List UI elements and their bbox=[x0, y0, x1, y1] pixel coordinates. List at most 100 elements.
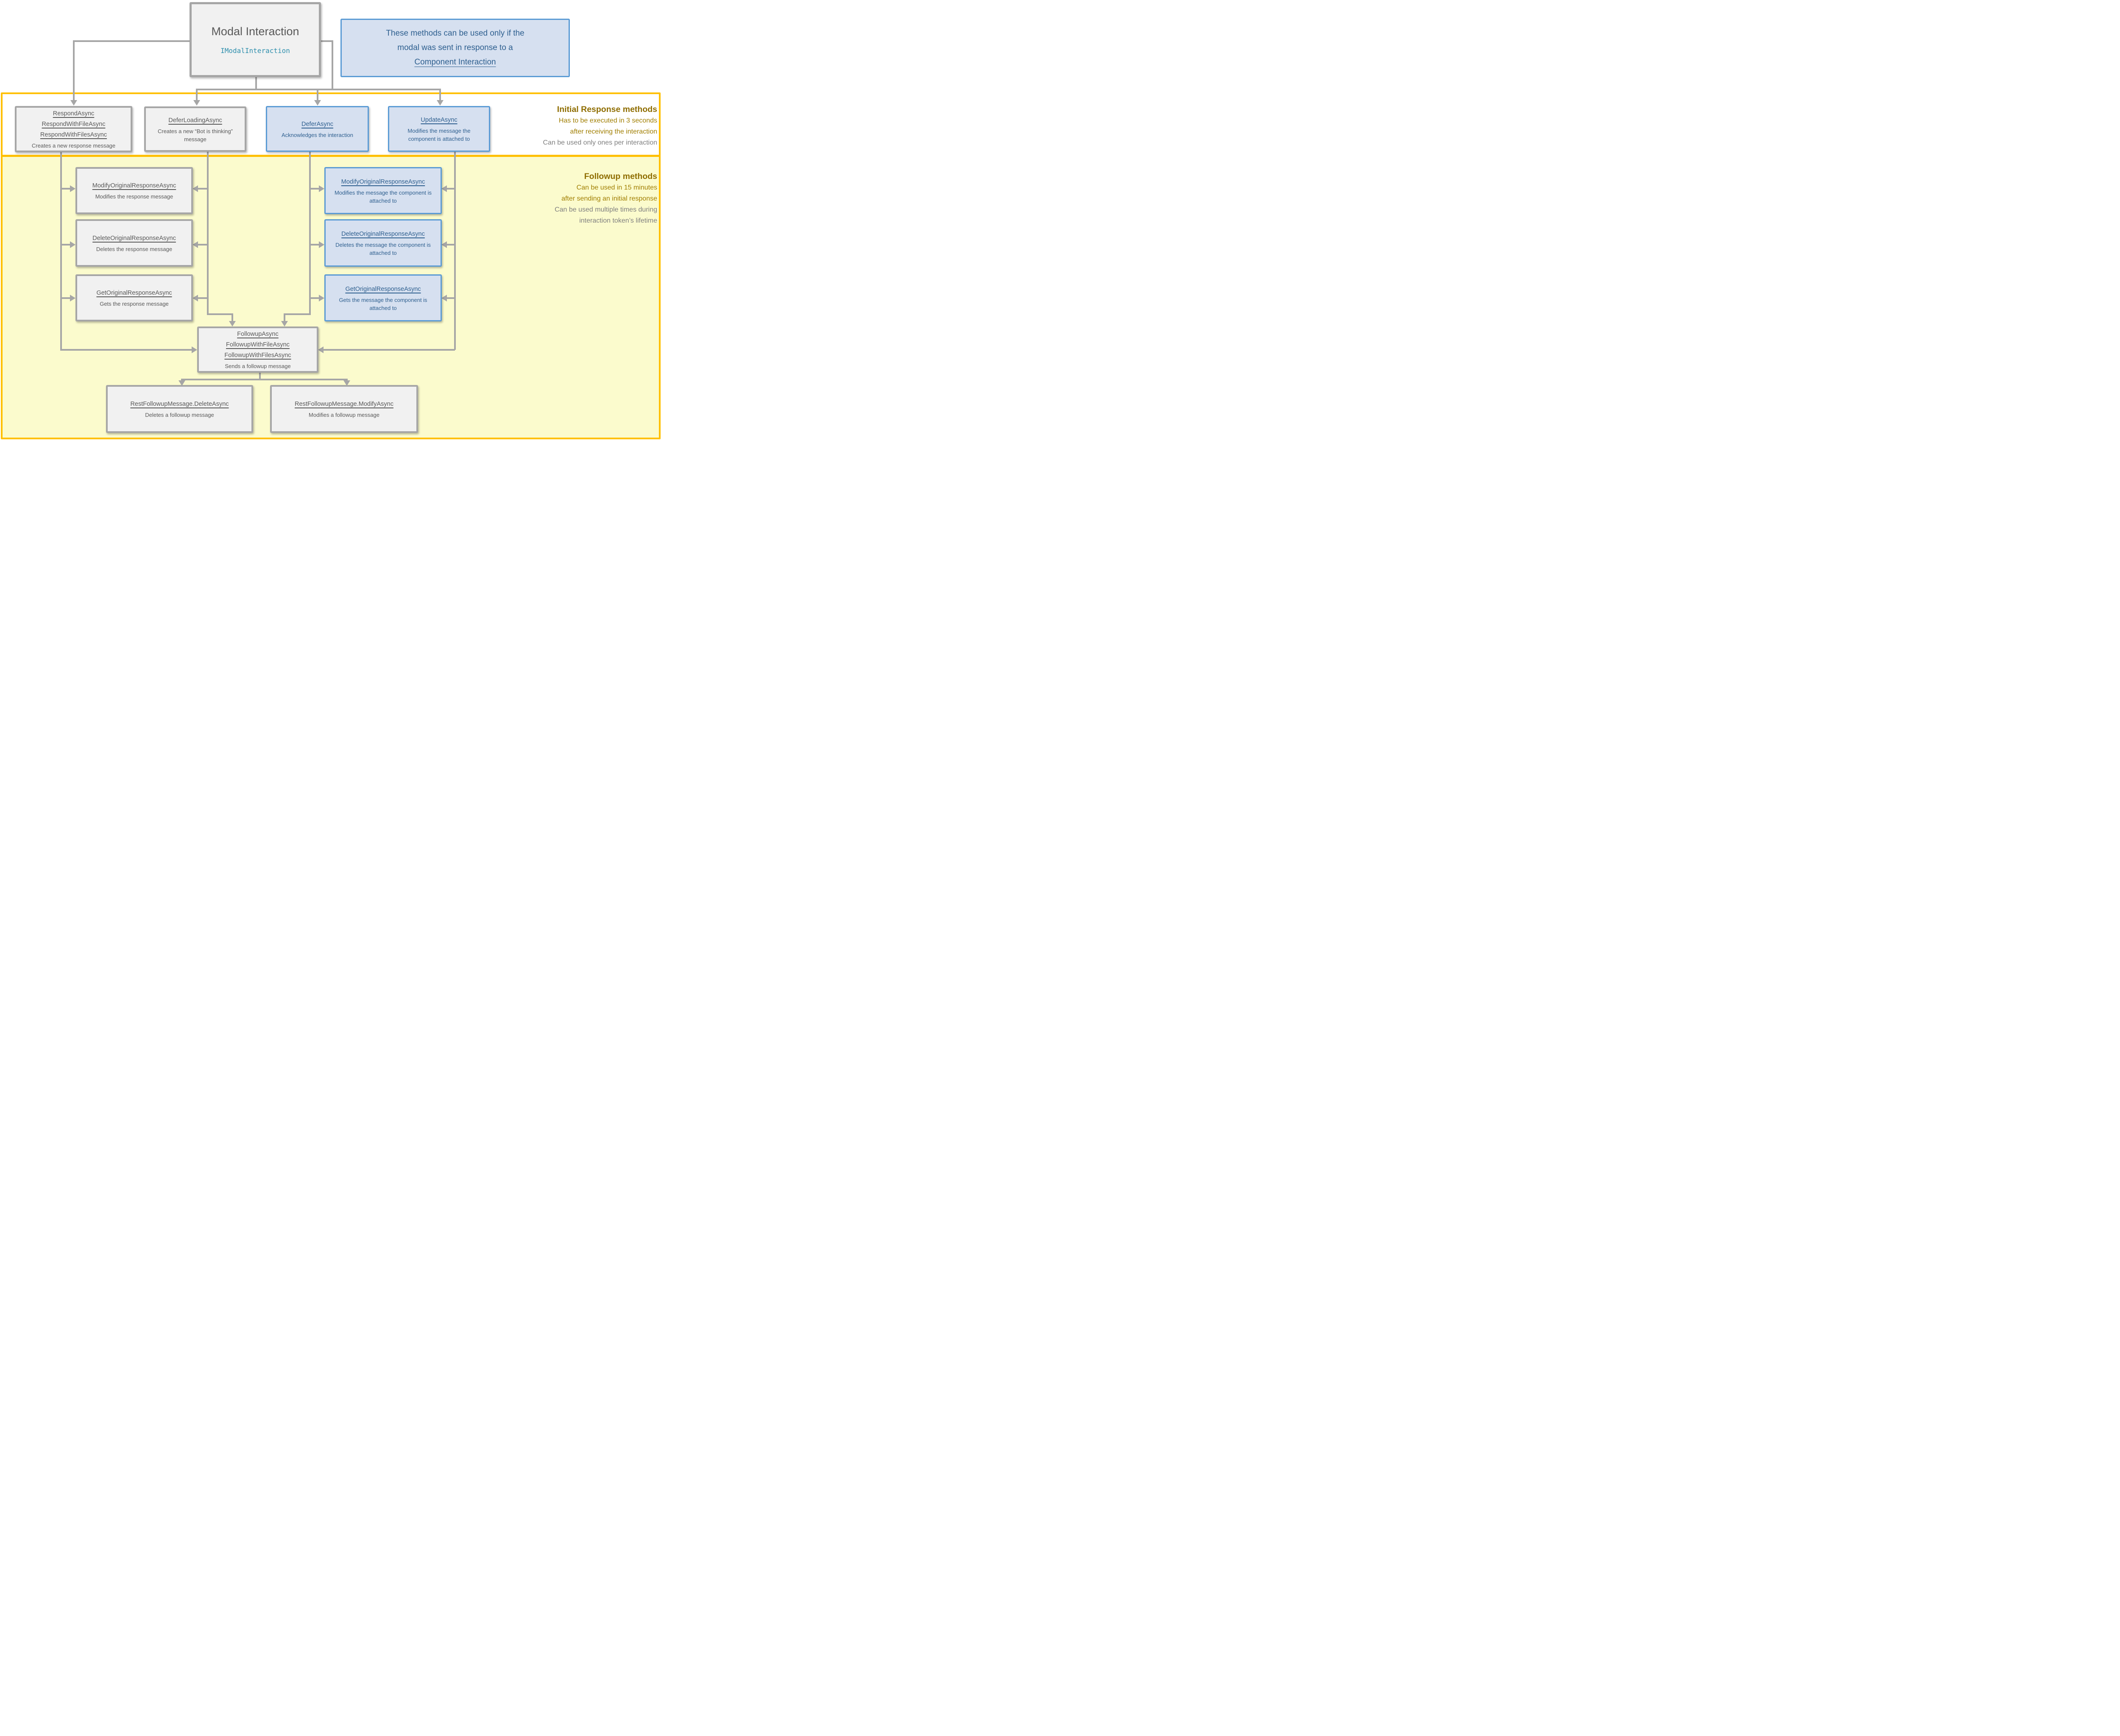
note-line: modal was sent in response to a bbox=[397, 43, 513, 52]
arrowhead-down-icon bbox=[229, 321, 236, 327]
section-rule: after sending an initial response bbox=[561, 195, 657, 202]
section-rule: after receiving the interaction bbox=[570, 128, 657, 135]
box-description: Deletes the response message bbox=[96, 246, 173, 252]
get-original-response-link[interactable]: GetOriginalResponseAsync bbox=[345, 285, 421, 293]
connector-line bbox=[346, 379, 348, 381]
defer-async-link[interactable]: DeferAsync bbox=[301, 120, 333, 128]
box-description: Modifies the response message bbox=[95, 193, 173, 200]
arrowhead-left-icon bbox=[441, 241, 447, 248]
connector-line bbox=[311, 244, 320, 246]
box-description: Gets the response message bbox=[100, 301, 169, 307]
respond-async-link[interactable]: RespondAsync bbox=[53, 110, 95, 117]
arrowhead-left-icon bbox=[192, 241, 198, 248]
box-description: Sends a followup message bbox=[225, 363, 291, 369]
arrowhead-down-icon bbox=[437, 100, 444, 106]
arrowhead-left-icon bbox=[441, 295, 447, 301]
connector-line bbox=[60, 188, 70, 190]
connector-line bbox=[198, 297, 207, 299]
connector-line bbox=[181, 379, 183, 381]
connector-line bbox=[198, 244, 207, 246]
modify-original-response-link[interactable]: ModifyOriginalResponseAsync bbox=[92, 182, 176, 189]
rest-followup-delete-link[interactable]: RestFollowupMessage.DeleteAsync bbox=[130, 401, 229, 407]
arrowhead-right-icon bbox=[70, 295, 75, 301]
connector-line bbox=[317, 89, 318, 100]
connector-line bbox=[60, 349, 192, 351]
modify-original-response-link[interactable]: ModifyOriginalResponseAsync bbox=[341, 178, 425, 185]
box-description: Modifies the message the component is at… bbox=[334, 189, 432, 204]
respond-with-files-async-link[interactable]: RespondWithFilesAsync bbox=[40, 131, 107, 138]
followup-with-file-async-link[interactable]: FollowupWithFileAsync bbox=[226, 341, 290, 348]
arrowhead-right-icon bbox=[319, 241, 324, 248]
connector-line bbox=[73, 40, 75, 100]
arrowhead-right-icon bbox=[192, 346, 197, 353]
defer-async-box: DeferAsync Acknowledges the interaction bbox=[266, 106, 369, 152]
modify-original-response-box: ModifyOriginalResponseAsync Modifies the… bbox=[75, 167, 193, 214]
box-description: Deletes a followup message bbox=[145, 412, 214, 418]
section-heading: Followup methods bbox=[584, 172, 657, 181]
section-rule: Has to be executed in 3 seconds bbox=[558, 117, 657, 124]
defer-loading-async-link[interactable]: DeferLoadingAsync bbox=[168, 117, 222, 124]
connector-line bbox=[311, 188, 320, 190]
connector-line bbox=[445, 188, 454, 190]
arrowhead-down-icon bbox=[193, 100, 200, 106]
section-rule: Can be used multiple times during bbox=[555, 206, 657, 213]
rest-followup-modify-box: RestFollowupMessage.ModifyAsync Modifies… bbox=[270, 385, 418, 433]
connector-line bbox=[196, 89, 198, 100]
connector-line bbox=[309, 151, 311, 315]
initial-response-methods-label: Initial Response methods Has to be execu… bbox=[449, 103, 657, 148]
connector-line bbox=[445, 297, 454, 299]
arrowhead-down-icon bbox=[343, 380, 350, 386]
get-original-response-link[interactable]: GetOriginalResponseAsync bbox=[96, 290, 172, 296]
box-description: Deletes the message the component is att… bbox=[335, 242, 431, 256]
imodalinteraction-link[interactable]: IModalInteraction bbox=[220, 46, 290, 55]
connector-line bbox=[60, 297, 70, 299]
connector-line bbox=[454, 151, 456, 350]
followup-async-link[interactable]: FollowupAsync bbox=[237, 331, 279, 338]
defer-loading-async-box: DeferLoadingAsync Creates a new “Bot is … bbox=[144, 106, 246, 152]
connector-line bbox=[284, 313, 310, 315]
connector-line bbox=[439, 89, 441, 100]
connector-line bbox=[73, 40, 190, 42]
followup-methods-label: Followup methods Can be used in 15 minut… bbox=[466, 170, 657, 226]
connector-line bbox=[196, 89, 441, 90]
update-async-box: UpdateAsync Modifies the message the com… bbox=[388, 106, 490, 152]
box-description: Modifies a followup message bbox=[309, 412, 379, 418]
modal-interaction-box: Modal Interaction IModalInteraction bbox=[190, 2, 321, 77]
arrowhead-left-icon bbox=[192, 295, 198, 301]
connector-line bbox=[181, 379, 348, 380]
followup-with-files-async-link[interactable]: FollowupWithFilesAsync bbox=[224, 352, 291, 359]
connector-line bbox=[60, 244, 70, 246]
respond-async-box: RespondAsync RespondWithFileAsync Respon… bbox=[15, 106, 132, 152]
section-heading: Initial Response methods bbox=[557, 105, 657, 114]
delete-original-response-link[interactable]: DeleteOriginalResponseAsync bbox=[92, 234, 176, 242]
box-description: Creates a new “Bot is thinking” message bbox=[157, 128, 233, 142]
rest-followup-delete-box: RestFollowupMessage.DeleteAsync Deletes … bbox=[106, 385, 253, 433]
diagram-canvas: Modal Interaction IModalInteraction Thes… bbox=[0, 0, 666, 443]
delete-original-response-link[interactable]: DeleteOriginalResponseAsync bbox=[341, 231, 425, 237]
arrowhead-right-icon bbox=[319, 185, 324, 192]
rest-followup-modify-link[interactable]: RestFollowupMessage.ModifyAsync bbox=[295, 401, 393, 407]
connector-line bbox=[198, 188, 207, 190]
connector-line bbox=[255, 77, 257, 89]
connector-line bbox=[259, 372, 261, 380]
box-description: Creates a new response message bbox=[31, 142, 116, 149]
arrowhead-right-icon bbox=[70, 185, 75, 192]
respond-with-file-async-link[interactable]: RespondWithFileAsync bbox=[42, 121, 106, 128]
update-async-link[interactable]: UpdateAsync bbox=[421, 117, 457, 123]
component-interaction-link[interactable]: Component Interaction bbox=[414, 58, 496, 67]
arrowhead-left-icon bbox=[318, 346, 324, 353]
modify-original-response-component-box: ModifyOriginalResponseAsync Modifies the… bbox=[324, 167, 442, 214]
arrowhead-down-icon bbox=[70, 100, 77, 106]
connector-line bbox=[207, 313, 233, 315]
box-description: Acknowledges the interaction bbox=[281, 131, 354, 138]
note-line: These methods can be used only if the bbox=[386, 29, 524, 38]
connector-line bbox=[232, 313, 233, 321]
connector-line bbox=[324, 349, 455, 351]
connector-line bbox=[321, 40, 333, 42]
connector-line bbox=[284, 313, 285, 321]
get-original-response-component-box: GetOriginalResponseAsync Gets the messag… bbox=[324, 274, 442, 321]
delete-original-response-box: DeleteOriginalResponseAsync Deletes the … bbox=[75, 219, 193, 267]
component-interaction-note: These methods can be used only if the mo… bbox=[340, 19, 570, 77]
box-description: Gets the message the component is attach… bbox=[339, 296, 427, 311]
section-rule: interaction token’s lifetime bbox=[579, 217, 657, 224]
